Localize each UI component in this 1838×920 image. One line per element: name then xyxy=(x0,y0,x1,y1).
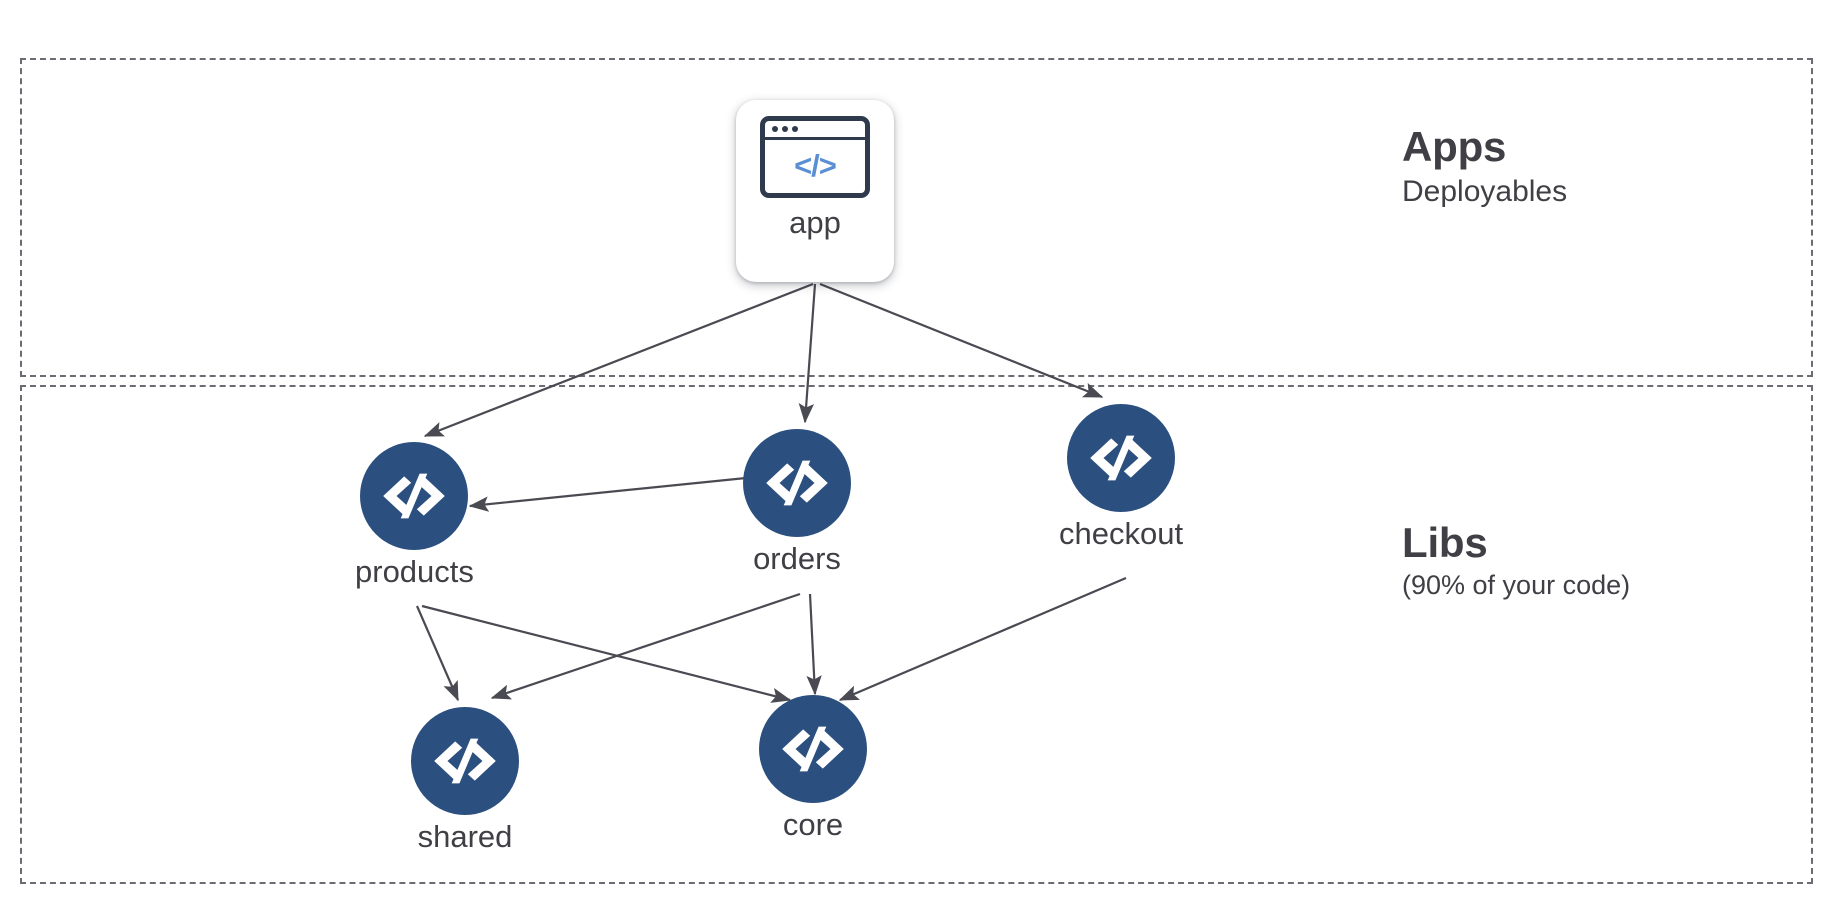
zone-apps xyxy=(20,58,1813,377)
node-checkout-label: checkout xyxy=(1059,516,1184,551)
code-brackets-icon xyxy=(360,442,469,550)
node-products-label: products xyxy=(355,554,474,589)
node-checkout[interactable]: checkout xyxy=(1059,404,1183,551)
code-brackets-glyph: </> xyxy=(794,147,837,183)
zone-apps-title: Apps xyxy=(1402,123,1507,170)
zone-caption-libs: Libs (90% of your code) xyxy=(1402,521,1630,602)
node-shared-label: shared xyxy=(417,819,513,854)
browser-dot-3 xyxy=(792,126,798,132)
browser-dot-2 xyxy=(782,126,788,132)
zone-caption-apps: Apps Deployables xyxy=(1402,125,1567,210)
node-shared[interactable]: shared xyxy=(411,707,519,854)
node-app[interactable]: </> app xyxy=(736,100,894,282)
zone-libs-subtitle: (90% of your code) xyxy=(1402,569,1631,600)
node-products[interactable]: products xyxy=(355,442,474,589)
node-core-label: core xyxy=(782,807,844,842)
zone-libs-title: Libs xyxy=(1402,519,1488,566)
browser-code-icon: </> xyxy=(760,116,870,198)
node-orders[interactable]: orders xyxy=(743,429,851,576)
code-brackets-icon xyxy=(743,429,851,537)
node-core[interactable]: core xyxy=(759,695,867,842)
code-brackets-icon xyxy=(1067,404,1176,512)
node-app-label: app xyxy=(789,205,841,240)
browser-dot-1 xyxy=(772,126,778,132)
zone-apps-subtitle: Deployables xyxy=(1402,174,1568,208)
code-brackets-icon xyxy=(759,695,867,803)
zone-libs xyxy=(20,385,1813,884)
browser-titlebar xyxy=(765,121,865,140)
code-brackets-icon xyxy=(411,707,519,815)
node-orders-label: orders xyxy=(753,541,841,576)
